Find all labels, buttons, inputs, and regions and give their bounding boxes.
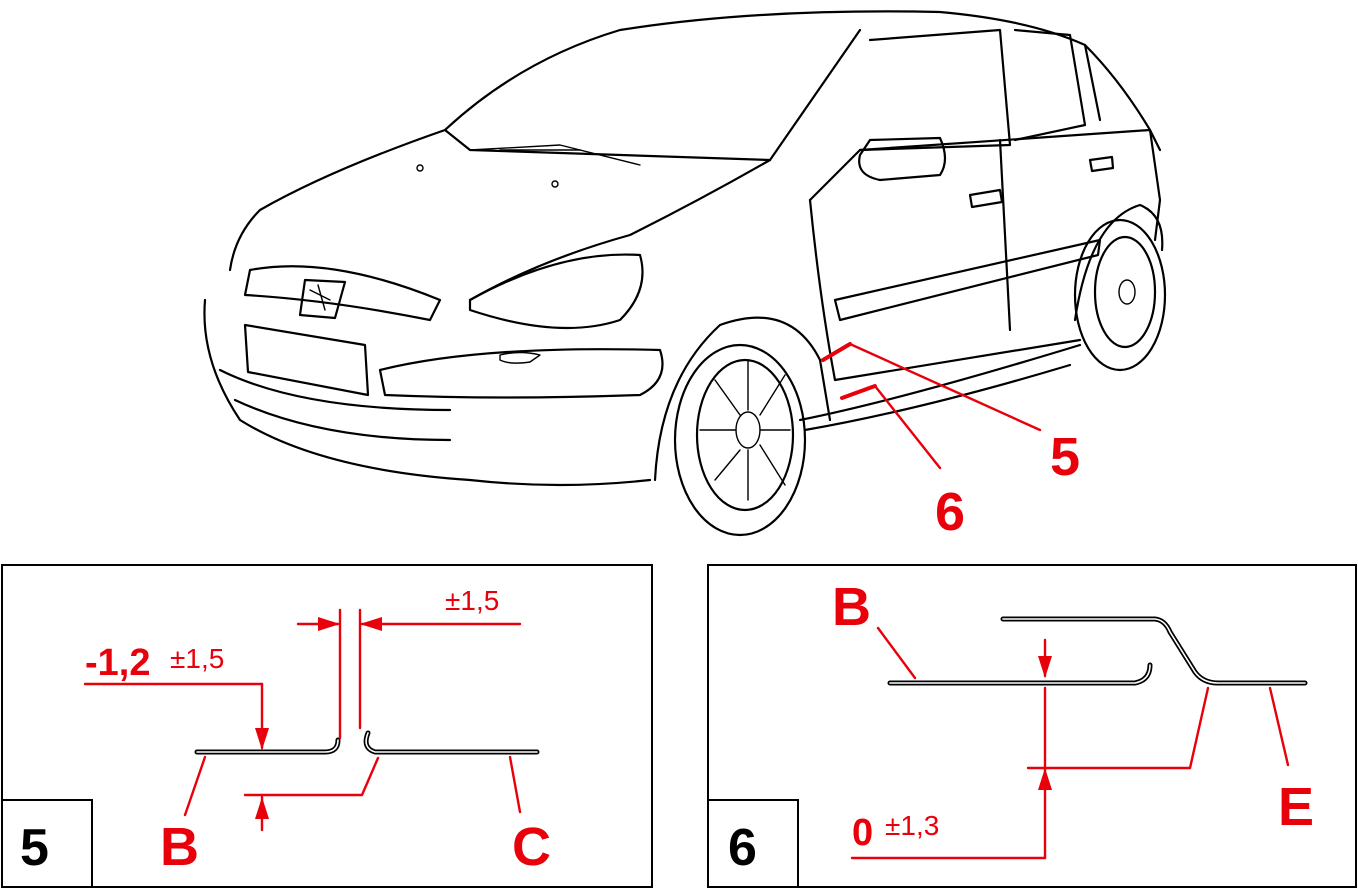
panel-5-label-c: C	[512, 817, 551, 877]
car-illustration	[203, 10, 1167, 537]
callout-6-label: 6	[935, 482, 965, 542]
panel-5-number-box	[1, 799, 93, 888]
panel-6-flush-tolerance: ±1,3	[885, 810, 939, 841]
callout-5-label: 5	[1050, 427, 1080, 487]
detail-panel-6: 6 0 ±1,3 B E	[707, 564, 1357, 888]
detail-panel-5: 5 ±1,5 -1,2 ±1,5 B C	[1, 564, 653, 888]
panel-6-number: 6	[728, 819, 757, 877]
panel-5-gap-tolerance: ±1,5	[445, 585, 499, 616]
panel-6-label-e: E	[1278, 777, 1314, 837]
panel-5-label-b: B	[160, 817, 199, 877]
panel-6-label-b: B	[832, 577, 871, 637]
panel-5-number: 5	[20, 819, 49, 877]
panel-6-number-box	[707, 799, 799, 888]
panel-5-flush-tolerance: ±1,5	[170, 643, 224, 674]
callout-leaders: 5 6	[821, 342, 1080, 542]
panel-5-flush-value: -1,2	[85, 642, 150, 684]
panel-6-flush-value: 0	[852, 812, 873, 854]
